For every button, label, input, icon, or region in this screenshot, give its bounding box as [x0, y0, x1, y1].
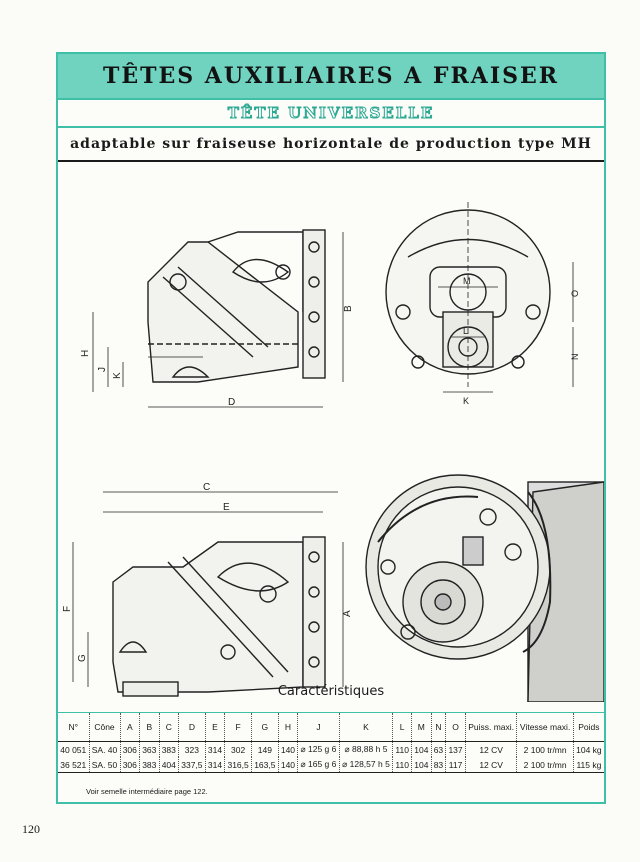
table-header-cell: B [139, 712, 160, 742]
front-view-top: M L O N K [385, 202, 580, 406]
table-header-cell: F [224, 712, 252, 742]
side-view-top: H J K B D [80, 229, 354, 408]
table-cell: SA. 50 [88, 757, 121, 773]
caption-band: adaptable sur fraiseuse horizontale de p… [58, 128, 604, 162]
dim-j: J [97, 367, 108, 372]
table-header-cell: G [250, 712, 279, 742]
table-cell: 110 [392, 741, 412, 757]
dim-l: L [463, 326, 468, 336]
table-cell: 306 [119, 757, 140, 773]
table-cell: 63 [430, 741, 446, 757]
table-cell: 2 100 tr/mn [516, 741, 574, 757]
table-cell: 104 [411, 757, 432, 773]
table-header-cell: A [119, 712, 140, 742]
dim-a: A [342, 610, 353, 617]
note-text: Voir semelle intermédiaire page 122. [86, 787, 208, 796]
subtitle-band: TÊTE UNIVERSELLE [58, 100, 604, 128]
table-header-cell: K [338, 712, 393, 742]
table-cell: 12 CV [464, 741, 517, 757]
table-cell: ⌀ 125 g 6 [297, 741, 340, 757]
dim-g: G [77, 654, 88, 662]
table-cell: 2 100 tr/mn [516, 757, 574, 773]
page-title: TÊTES AUXILIAIRES A FRAISER [102, 63, 560, 89]
table-header-cell: N [430, 712, 446, 742]
table-cell: 110 [392, 757, 412, 773]
table-header-cell: L [392, 712, 412, 742]
technical-drawings: H J K B D M L O N K [62, 202, 604, 702]
table-cell: 140 [277, 741, 298, 757]
side-view-bottom: C E F G A [62, 482, 353, 697]
table-header-cell: Vitesse maxi. [516, 712, 574, 742]
table-cell: 140 [277, 757, 298, 773]
table-cell: 383 [139, 757, 160, 773]
page-frame: TÊTES AUXILIAIRES A FRAISER TÊTE UNIVERS… [56, 52, 606, 804]
table-cell: 40 051 [60, 744, 87, 755]
table-cell: 12 CV [464, 757, 517, 773]
table-header-cell: O [445, 712, 466, 742]
dim-c: C [203, 482, 210, 493]
page-caption: adaptable sur fraiseuse horizontale de p… [70, 136, 592, 152]
table-cell: 36 521 [58, 757, 89, 773]
dim-o: O [570, 290, 580, 297]
table-cell: 104 [411, 741, 432, 757]
dim-f: F [62, 606, 73, 612]
table-cell: 115 kg [572, 757, 604, 773]
table-cell: 306 [119, 741, 140, 757]
page-subtitle: TÊTE UNIVERSELLE [227, 104, 435, 123]
table-cell: 363 [139, 741, 160, 757]
table-header-cell: M [411, 712, 432, 742]
section-title: Caractéristiques [277, 684, 385, 699]
table-cell: 316,5 [224, 757, 252, 773]
table-header-cell: D [178, 712, 206, 742]
table-header-cell: C [158, 712, 179, 742]
table-cell: 404 [158, 757, 179, 773]
table-header-cell: J [297, 712, 340, 742]
table-header-cell: E [204, 712, 225, 742]
dim-h: H [80, 350, 91, 357]
table-cell: 149 [250, 741, 279, 757]
dim-m: M [463, 276, 471, 286]
table-cell: 83 [430, 757, 446, 773]
table-cell: SA. 40 [88, 741, 121, 757]
table-cell: ⌀ 128,57 h 5 [338, 757, 393, 773]
table-cell: 323 [178, 741, 206, 757]
table-cell: 117 [445, 757, 466, 773]
dim-k: K [112, 372, 123, 379]
dim-d: D [228, 397, 235, 408]
table-header-cell: N° [68, 722, 79, 732]
page-number: 120 [22, 822, 40, 836]
table-cell: 302 [224, 741, 252, 757]
table-header-cell: Cône [88, 712, 121, 742]
table-cell: ⌀ 165 g 6 [297, 757, 340, 773]
table-cell: 383 [158, 741, 179, 757]
table-header-cell: H [277, 712, 298, 742]
table-cell: ⌀ 88,88 h 5 [338, 741, 393, 757]
table-cell: 314 [204, 741, 225, 757]
dim-n: N [570, 354, 580, 361]
table-cell: 137 [445, 741, 466, 757]
dim-b: B [343, 305, 354, 312]
title-band: TÊTES AUXILIAIRES A FRAISER [58, 54, 604, 100]
dim-k2: K [463, 396, 469, 406]
dim-e: E [223, 502, 230, 513]
table-header-cell: Poids [572, 712, 604, 742]
table-cell: 314 [204, 757, 225, 773]
perspective-photo [365, 474, 604, 702]
table-header-cell: Puiss. maxi. [464, 712, 517, 742]
table-cell: 104 kg [572, 741, 604, 757]
table-cell: 337,5 [178, 757, 206, 773]
table-cell: 163,5 [250, 757, 279, 773]
